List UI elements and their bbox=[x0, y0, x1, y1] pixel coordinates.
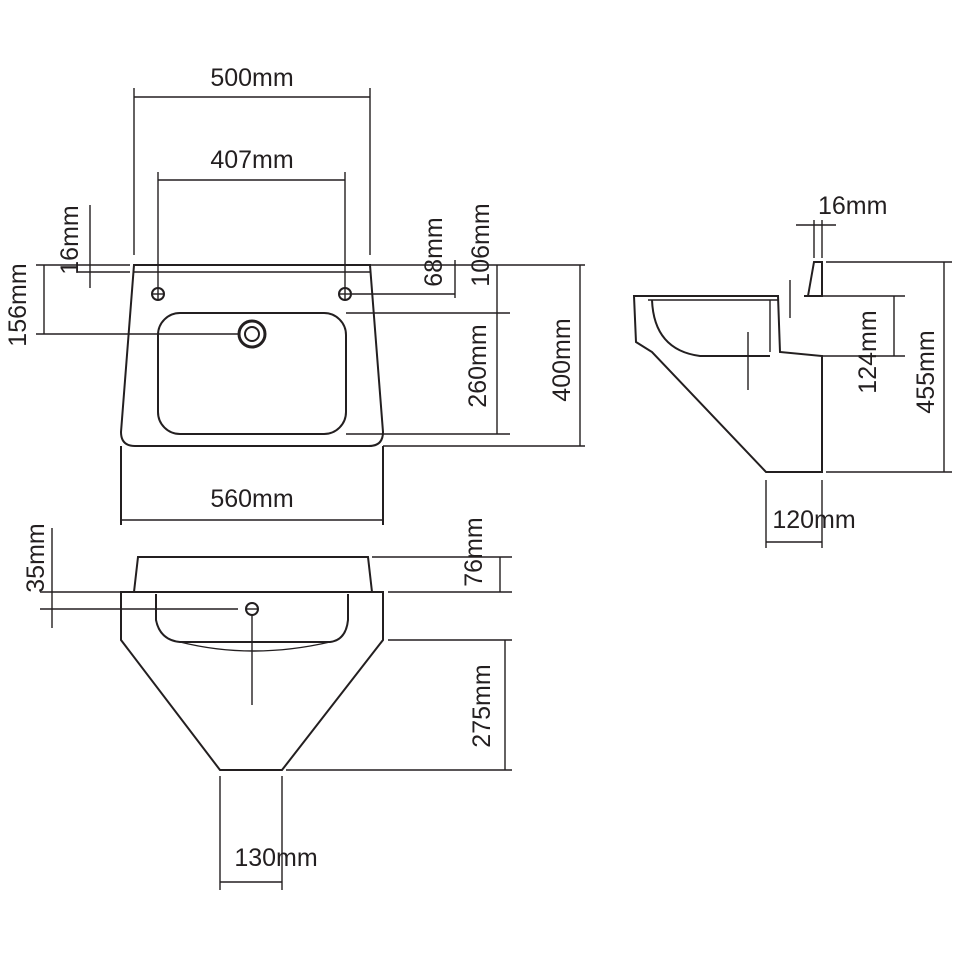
front-view-rim bbox=[132, 556, 374, 593]
dim-16-side-label: 16mm bbox=[818, 192, 887, 220]
front-view-bowl bbox=[155, 594, 349, 643]
waste-outlet-inner bbox=[244, 326, 260, 342]
dim-130-label: 130mm bbox=[234, 844, 317, 872]
dim-76-label: 76mm bbox=[460, 517, 488, 586]
front-view: 35mm 76mm 275mm 130mm bbox=[22, 517, 512, 890]
dim-500-label: 500mm bbox=[210, 64, 293, 92]
dim-16-top-label: 16mm bbox=[56, 205, 84, 274]
dim-455-label: 455mm bbox=[912, 330, 940, 413]
side-view-body bbox=[632, 295, 823, 473]
dim-260-label: 260mm bbox=[464, 324, 492, 407]
dim-400-label: 400mm bbox=[548, 318, 576, 401]
dim-68-label: 68mm bbox=[420, 217, 448, 286]
top-view-bowl bbox=[157, 312, 347, 435]
side-view: 16mm 124mm 455mm 120mm bbox=[632, 192, 952, 548]
side-view-wall-bracket bbox=[804, 261, 823, 297]
dim-124-label: 124mm bbox=[854, 310, 882, 393]
dim-120-label: 120mm bbox=[772, 506, 855, 534]
top-view: 500mm 407mm 16mm 156mm 68mm 106mm 260mm … bbox=[4, 64, 585, 525]
dim-275-label: 275mm bbox=[468, 664, 496, 747]
waste-outlet-outer bbox=[237, 319, 267, 349]
top-view-basin-outline bbox=[119, 264, 385, 447]
dim-560-label: 560mm bbox=[210, 485, 293, 513]
dim-156-label: 156mm bbox=[4, 263, 32, 346]
top-view-lower-body bbox=[120, 446, 384, 525]
front-view-bowl-bottom bbox=[179, 641, 331, 652]
dim-407-label: 407mm bbox=[210, 146, 293, 174]
front-view-body bbox=[120, 591, 384, 771]
side-view-bowl-curve bbox=[651, 299, 770, 357]
dim-35-label: 35mm bbox=[22, 523, 50, 592]
dim-106-label: 106mm bbox=[467, 203, 495, 286]
